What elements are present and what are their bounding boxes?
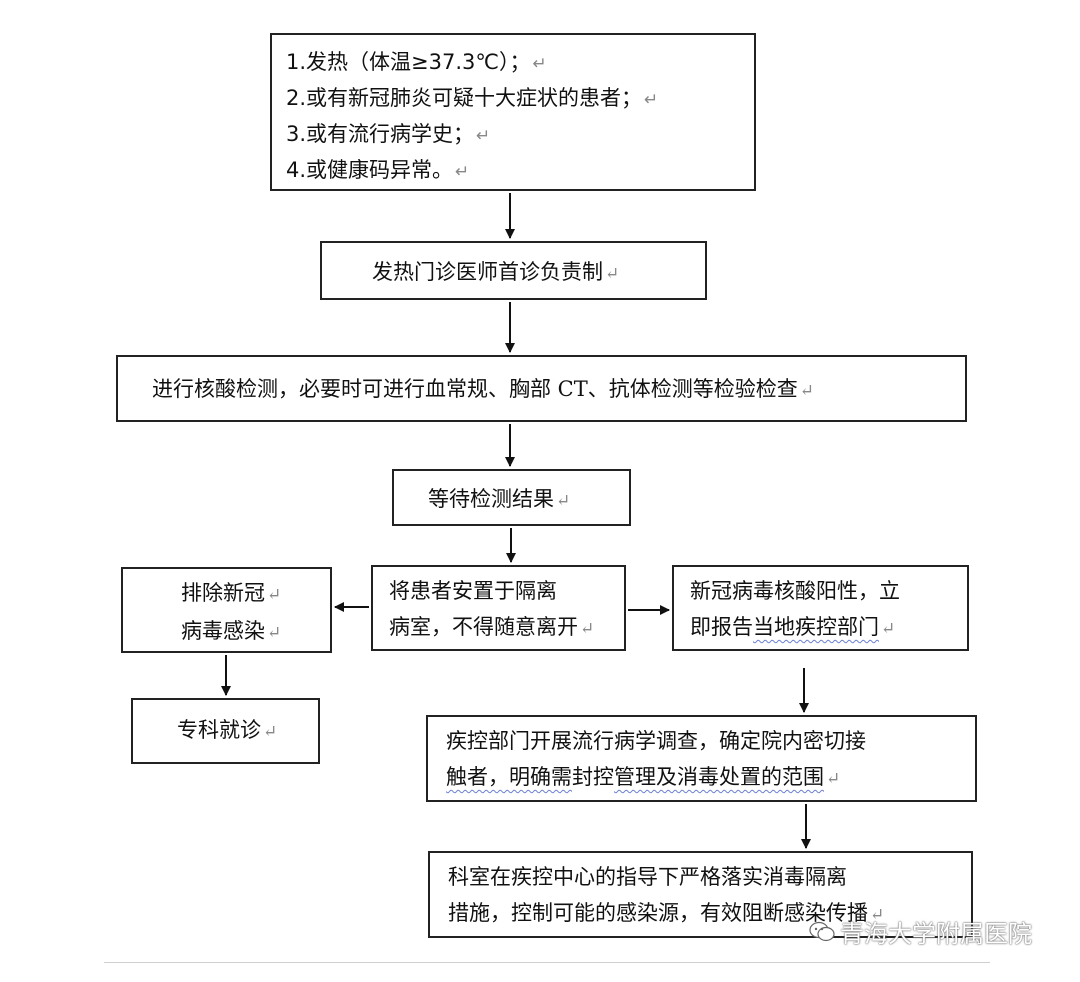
isolation-line-2: 病室，不得随意离开 [389, 615, 578, 639]
specialist-text: 专科就诊 [177, 718, 261, 742]
first-visit-box: 发热门诊医师首诊负责制↵ [320, 241, 707, 300]
wechat-icon [808, 920, 836, 951]
criteria-line-1: 1.发热（体温≥37.3℃）；↵ [286, 50, 547, 74]
positive-line-2: 即报告当地疾控部门↵ [690, 615, 896, 639]
criteria-line-4: 4.或健康码异常。↵ [286, 158, 470, 182]
first-visit-text: 发热门诊医师首诊负责制 [372, 260, 603, 284]
disinfection-line-1: 科室在疾控中心的指导下严格落实消毒隔离 [448, 865, 847, 889]
investigation-box: 疾控部门开展流行病学调查，确定院内密切接 触者，明确需封控管理及消毒处置的范围↵ [426, 715, 977, 802]
isolation-line-1: 将患者安置于隔离 [389, 579, 557, 603]
watermark-text: 青海大学附属医院 [840, 920, 1032, 948]
isolation-box: 将患者安置于隔离 病室，不得随意离开↵ [371, 565, 626, 651]
disinfection-box: 科室在疾控中心的指导下严格落实消毒隔离 措施，控制可能的感染源，有效阻断感染传播… [428, 851, 973, 938]
criteria-line-3: 3.或有流行病学史；↵ [286, 122, 491, 146]
disinfection-line-2: 措施，控制可能的感染源，有效阻断感染传播 [448, 901, 868, 925]
positive-line-1: 新冠病毒核酸阳性，立 [690, 579, 900, 603]
wechat-watermark: 青海大学附属医院 [808, 919, 1032, 949]
investigation-line-2: 触者，明确需封控管理及消毒处置的范围↵ [446, 765, 841, 789]
investigation-line-1: 疾控部门开展流行病学调查，确定院内密切接 [446, 729, 866, 753]
criteria-line-2: 2.或有新冠肺炎可疑十大症状的患者；↵ [286, 86, 659, 110]
specialist-box: 专科就诊↵ [131, 698, 320, 764]
wait-result-box: 等待检测结果↵ [392, 469, 631, 526]
negative-line-2: 病毒感染 [181, 619, 265, 643]
positive-result-box: 新冠病毒核酸阳性，立 即报告当地疾控部门↵ [672, 565, 969, 651]
testing-text: 进行核酸检测，必要时可进行血常规、胸部 CT、抗体检测等检验检查 [152, 377, 798, 401]
negative-result-box: 排除新冠↵ 病毒感染↵ [121, 567, 332, 653]
wait-result-text: 等待检测结果 [428, 487, 554, 511]
testing-box: 进行核酸检测，必要时可进行血常规、胸部 CT、抗体检测等检验检查↵ [116, 355, 967, 422]
screening-criteria-box: 1.发热（体温≥37.3℃）；↵ 2.或有新冠肺炎可疑十大症状的患者；↵ 3.或… [270, 33, 756, 191]
bottom-divider [104, 962, 990, 963]
negative-line-1: 排除新冠 [181, 581, 265, 605]
